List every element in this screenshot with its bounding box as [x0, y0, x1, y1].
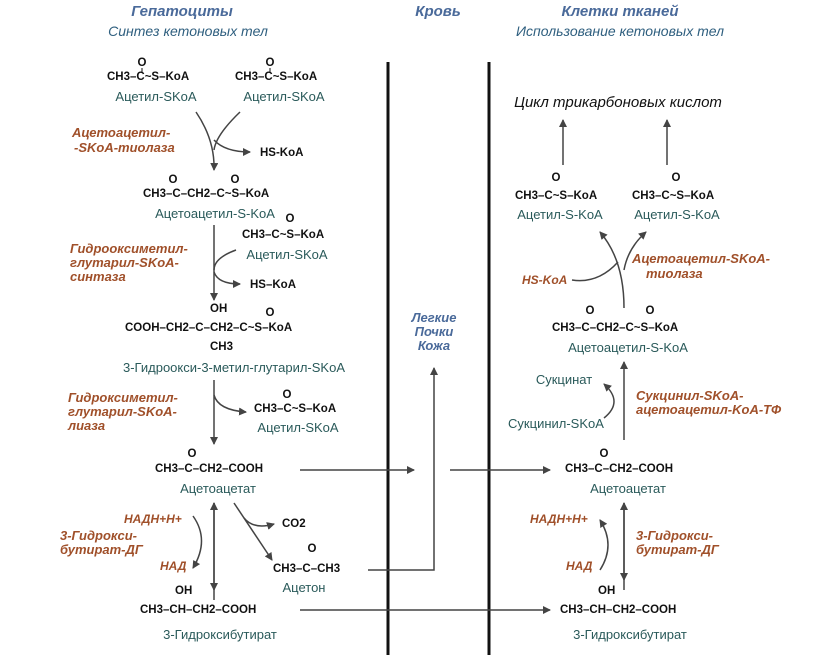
svg-text:O: O — [231, 174, 240, 186]
acetyl-scoa-4-name: Ацетил-SKoA — [257, 420, 338, 435]
arrow-acetyl4-out — [213, 394, 247, 416]
enzyme-hmg-lyase-line2: глутарил-SKoA- — [68, 404, 177, 419]
arrow-acac-to-acetone — [233, 502, 273, 561]
svg-text:O: O — [266, 57, 275, 69]
svg-text:O: O — [552, 172, 561, 184]
enzyme-hmg-lyase-line3: лиаза — [67, 418, 105, 433]
svg-text:O: O — [646, 305, 655, 317]
header-tissues: Клетки тканей — [562, 3, 679, 20]
hmg-ch3: CH3 — [210, 341, 233, 353]
svg-text:O: O — [286, 213, 295, 225]
enzyme-thiolase-line1: Ацетоацетил- — [71, 125, 170, 140]
arrow-hskoa-in — [571, 261, 619, 282]
svg-text:O: O — [672, 172, 681, 184]
acetyl-scoa-2-name: Ацетил-SKoA — [243, 89, 324, 104]
arrow-nad-to-nadh-right — [599, 519, 609, 571]
succinyl-scoa-label: Сукцинил-SKoA — [508, 416, 604, 431]
enzyme-bhbdh-right-line2: бутират-ДГ — [636, 542, 720, 557]
acetyl-scoa-1-formula: CH3–C~S–KoA — [107, 71, 189, 83]
acetyl-scoa-r1-formula: CH3–C~S–KoA — [515, 190, 597, 202]
enzyme-hmg-synthase-line1: Гидрооксиметил- — [70, 241, 188, 256]
nad-left: НАД — [160, 559, 187, 573]
bhb-formula-right: CH3–CH–CH2–COOH — [560, 604, 676, 616]
acetoacetate-formula: CH3–C–CH2–COOH — [155, 463, 263, 475]
svg-text:O: O — [600, 448, 609, 460]
tca-cycle-label: Цикл трикарбоновых кислот — [514, 94, 722, 111]
organ-skin: Кожа — [418, 338, 450, 353]
bhb-name-right: 3-Гидроксибутират — [573, 627, 687, 642]
enzyme-hmg-synthase-line3: синтаза — [70, 269, 126, 284]
arrow-acacoa-to-acetyl1 — [599, 231, 625, 309]
enzyme-transferase-line1: Сукцинил-SKoA- — [636, 388, 743, 403]
acetoacetate-r-formula: CH3–C–CH2–COOH — [565, 463, 673, 475]
hmg-oh: OH — [210, 303, 227, 315]
arrow-acetyl2-merge — [213, 111, 241, 151]
acetoacetyl-scoa-formula: CH3–C–CH2–C~S–KoA — [143, 188, 269, 200]
enzyme-bhbdh-right-line1: 3-Гидрокси- — [636, 528, 713, 543]
nad-right: НАД — [566, 559, 593, 573]
hskoa-2-label: HS–KoA — [250, 279, 296, 291]
arrow-nadh-to-nad — [192, 515, 203, 569]
arrow-acetyl3-in — [213, 249, 237, 271]
arrow-release-hskoa — [213, 139, 251, 156]
bhb-oh-left: OH — [175, 585, 192, 597]
header-blood: Кровь — [415, 3, 461, 20]
svg-text:O: O — [266, 307, 275, 319]
acetoacetyl-scoa-r-formula: CH3–C–CH2–C~S–KoA — [552, 322, 678, 334]
svg-text:O: O — [586, 305, 595, 317]
svg-text:O: O — [138, 57, 147, 69]
bhb-oh-right: OH — [598, 585, 615, 597]
enzyme-hmg-lyase-line1: Гидроксиметил- — [68, 390, 178, 405]
enzyme-bhbdh-left-line1: 3-Гидрокси- — [60, 528, 137, 543]
acetyl-scoa-r1-name: Ацетил-S-KoA — [517, 207, 603, 222]
svg-text:O: O — [169, 174, 178, 186]
acetyl-scoa-r2-formula: CH3–C~S–KoA — [632, 190, 714, 202]
arrow-co2-release — [243, 517, 275, 530]
hskoa-right: HS-KoA — [522, 273, 567, 287]
acetoacetyl-scoa-name: Ацетоацетил-S-KoA — [155, 206, 275, 221]
acetoacetate-name: Ацетоацетат — [180, 481, 256, 496]
arrow-acetyl1-to-acacoa — [195, 111, 219, 171]
acetyl-scoa-r2-name: Ацетил-S-KoA — [634, 207, 720, 222]
arrow-hskoa2-out — [213, 271, 241, 288]
bhb-formula-left: CH3–CH–CH2–COOH — [140, 604, 256, 616]
hmg-scoa-name: 3-Гидроокси-3-метил-глутарил-SKoA — [123, 360, 345, 375]
enzyme-transferase-line2: ацетоацетил-KoA-ТФ — [636, 402, 782, 417]
acetone-name: Ацетон — [283, 580, 326, 595]
co2-label: CO2 — [282, 518, 306, 530]
nadh-left: НАДН+Н+ — [124, 512, 182, 526]
acetoacetyl-scoa-r-name: Ацетоацетил-S-KoA — [568, 340, 688, 355]
organ-lungs: Легкие — [411, 310, 457, 325]
acetyl-scoa-4-formula: CH3–C~S–KoA — [254, 403, 336, 415]
organ-kidneys: Почки — [415, 324, 454, 339]
acetoacetate-r-name: Ацетоацетат — [590, 481, 666, 496]
enzyme-thiolase-right-line1: Ацетоацетил-SKoA- — [631, 251, 770, 266]
svg-text:O: O — [283, 389, 292, 401]
acetyl-scoa-1-name: Ацетил-SKoA — [115, 89, 196, 104]
enzyme-thiolase-right-line2: тиолаза — [646, 266, 703, 281]
acetone-formula: CH3–C–CH3 — [273, 563, 340, 575]
arrow-succinylcoa-to-succinate — [603, 383, 615, 419]
acetyl-scoa-3-formula: CH3–C~S–KoA — [242, 229, 324, 241]
svg-text:O: O — [308, 543, 317, 555]
arrow-acacoa-to-acetyl2 — [623, 231, 647, 271]
bhb-name-left: 3-Гидроксибутират — [163, 627, 277, 642]
hmg-scoa-formula: COOH–CH2–C–CH2–C~S–KoA — [125, 322, 292, 334]
acetyl-scoa-2-formula: CH3–C~S–KoA — [235, 71, 317, 83]
arrow-acetone-to-organs — [368, 367, 438, 571]
header-hepatocytes-subtitle: Синтез кетоновых тел — [108, 23, 268, 39]
enzyme-bhbdh-left-line2: бутират-ДГ — [60, 542, 144, 557]
acetyl-scoa-3-name: Ацетил-SKoA — [246, 247, 327, 262]
enzyme-thiolase-line2: -SKoA-тиолаза — [74, 140, 175, 155]
nadh-right: НАДН+Н+ — [530, 512, 588, 526]
header-hepatocytes: Гепатоциты — [131, 3, 233, 20]
header-tissues-subtitle: Использование кетоновых тел — [516, 23, 724, 39]
hskoa-label: HS-KoA — [260, 147, 303, 159]
enzyme-hmg-synthase-line2: глутарил-SKoA- — [70, 255, 179, 270]
succinate-label: Сукцинат — [536, 372, 592, 387]
svg-text:O: O — [188, 448, 197, 460]
